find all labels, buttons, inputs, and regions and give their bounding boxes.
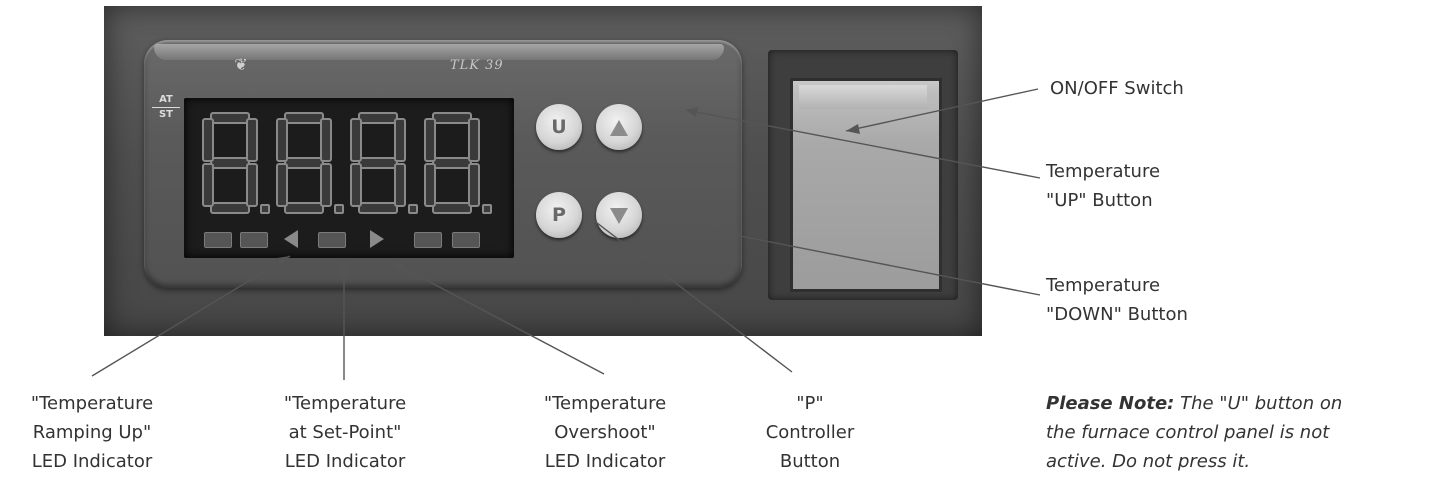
display-segment (424, 163, 436, 207)
led-indicator-6 (452, 232, 480, 248)
decimal-point (408, 204, 418, 214)
temp-up-callout: Temperature "UP" Button (1046, 157, 1160, 215)
decimal-point (334, 204, 344, 214)
switch-rocker[interactable] (790, 78, 942, 292)
note-line-2: the furnace control panel is not (1046, 422, 1330, 443)
panel-ridge (154, 44, 724, 60)
display-segment (394, 118, 406, 162)
seven-segment-digit (202, 112, 270, 214)
overshoot-line-1: "Temperature (543, 393, 667, 414)
u-button[interactable]: U (536, 104, 582, 150)
u-button-label: U (551, 116, 567, 138)
led-indicator-2 (240, 232, 268, 248)
led-indicator-5 (414, 232, 442, 248)
overshoot-line-3: LED Indicator (544, 451, 666, 472)
display-segment (202, 163, 214, 207)
display-segment (350, 118, 362, 162)
brand-logo-icon: ❦ (234, 55, 248, 74)
set-point-line-1: "Temperature (283, 393, 407, 414)
temperature-up-button[interactable] (596, 104, 642, 150)
ramping-up-line-2: Ramping Up" (32, 422, 152, 443)
display-segment (210, 202, 250, 214)
arrowhead-ramping (277, 256, 290, 266)
p-button-line-1: "P" (796, 393, 824, 414)
note-line-1: The "U" button on (1174, 393, 1343, 414)
temp-down-line-2: "DOWN" Button (1046, 304, 1188, 325)
display-segment (468, 118, 480, 162)
display-segment (276, 118, 288, 162)
leader-temp-up (685, 109, 1041, 179)
seven-segment-digit (276, 112, 344, 214)
leader-ramping-up (91, 255, 291, 377)
at-label-text: AT (159, 94, 173, 105)
controller-panel: ❦ TLK 39 AT ST U P (144, 40, 742, 288)
overshoot-led-icon (370, 230, 384, 248)
leader-temp-down (683, 224, 1041, 296)
arrowhead-on-off (846, 124, 860, 134)
ramping-up-line-1: "Temperature (30, 393, 154, 414)
model-label: TLK 39 (450, 58, 504, 73)
please-note: Please Note: The "U" button on the furna… (1046, 389, 1442, 476)
set-point-line-3: LED Indicator (284, 451, 406, 472)
ramping-up-led-icon (284, 230, 298, 248)
seven-segment-digit (350, 112, 418, 214)
note-lead: Please Note: (1046, 393, 1175, 414)
arrowhead-temp-down (684, 223, 696, 232)
p-controller-button[interactable]: P (536, 192, 582, 238)
display-segment (358, 202, 398, 214)
on-off-switch-callout: ON/OFF Switch (1050, 74, 1184, 103)
p-button-line-2: Controller (765, 422, 855, 443)
display-segment (320, 118, 332, 162)
led-indicator-1 (204, 232, 232, 248)
temp-down-callout: Temperature "DOWN" Button (1046, 271, 1188, 329)
temp-down-line-1: Temperature (1046, 275, 1161, 296)
leader-p-button (583, 212, 793, 373)
decimal-point (260, 204, 270, 214)
display-segment (468, 163, 480, 207)
leader-overshoot (391, 261, 605, 375)
led-display (184, 98, 514, 258)
p-button-line-3: Button (779, 451, 841, 472)
display-segment (202, 118, 214, 162)
arrowhead-set-point (339, 258, 349, 270)
note-line-3: active. Do not press it. (1046, 451, 1251, 472)
at-st-label: AT ST (148, 94, 184, 121)
decimal-point (482, 204, 492, 214)
display-segment (432, 202, 472, 214)
temp-up-line-1: Temperature (1046, 161, 1161, 182)
overshoot-line-2: Overshoot" (554, 422, 656, 443)
display-segment (284, 202, 324, 214)
set-point-callout: "Temperature at Set-Point" LED Indicator (252, 389, 438, 476)
overshoot-callout: "Temperature Overshoot" LED Indicator (512, 389, 698, 476)
leader-on-off (845, 88, 1039, 132)
p-button-callout: "P" Controller Button (742, 389, 878, 476)
seven-segment-digit (424, 112, 492, 214)
p-button-label: P (552, 204, 566, 226)
display-segment (350, 163, 362, 207)
set-point-line-2: at Set-Point" (288, 422, 402, 443)
ramping-up-line-3: LED Indicator (31, 451, 153, 472)
controller-photo: ❦ TLK 39 AT ST U P (104, 6, 982, 336)
set-point-led (318, 232, 346, 248)
display-segment (424, 118, 436, 162)
temp-up-line-2: "UP" Button (1046, 190, 1153, 211)
display-segment (394, 163, 406, 207)
ramping-up-callout: "Temperature Ramping Up" LED Indicator (2, 389, 182, 476)
temperature-down-button[interactable] (596, 192, 642, 238)
arrowhead-temp-up (686, 107, 698, 117)
display-segment (276, 163, 288, 207)
display-segment (246, 118, 258, 162)
triangle-down-icon (610, 207, 628, 224)
triangle-up-icon (610, 119, 628, 136)
arrowhead-p (584, 213, 594, 224)
on-off-switch-text: ON/OFF Switch (1050, 78, 1184, 99)
display-segment (246, 163, 258, 207)
display-segment (320, 163, 332, 207)
on-off-switch[interactable] (768, 50, 958, 300)
arrowhead-overshoot (392, 262, 403, 272)
st-label-text: ST (158, 109, 174, 120)
